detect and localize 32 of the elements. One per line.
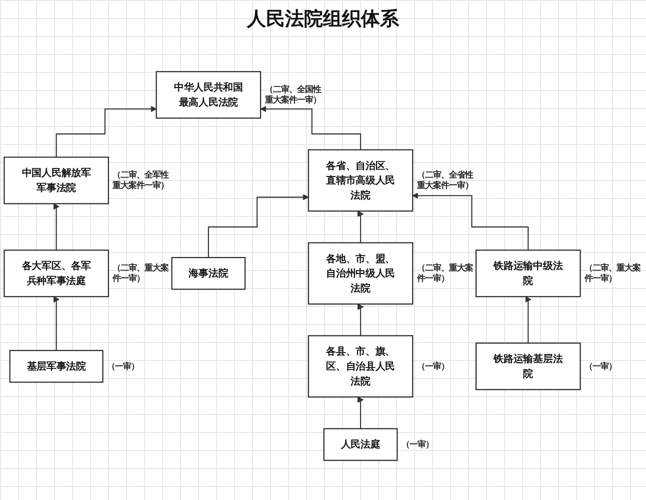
arrow xyxy=(357,304,364,336)
node-note: （二审、重大案件一审） xyxy=(584,262,640,284)
node-box: 中国人民解放军军事法院 xyxy=(4,156,109,204)
node-note: （二审、全省性重大案件一审） xyxy=(416,170,473,190)
arrow xyxy=(53,296,60,352)
arrow xyxy=(53,203,60,251)
node-note: （二审、全军性重大案件一审） xyxy=(112,170,169,190)
arrow xyxy=(260,106,362,150)
node-note: （一审） xyxy=(107,360,140,371)
node-note: （二审、全国性重大案件一审） xyxy=(264,84,321,105)
arrow xyxy=(412,192,529,251)
node-box: 各县、市、旗、区、自治县人民法院 xyxy=(308,335,414,398)
diagram-title: 人民法院组织体系 xyxy=(247,8,399,32)
node-box: 人民法庭 xyxy=(323,428,398,461)
node-box: 各省、自治区、直辖市高级人民法院 xyxy=(308,149,414,212)
node-box: 各大军区、各军兵种军事法庭 xyxy=(4,250,109,298)
node-box: 各地、市、盟、自治州中级人民法院 xyxy=(308,242,414,305)
node-note: （二审、重大案件一审） xyxy=(112,262,169,284)
node-box: 铁路运输中级法院 xyxy=(476,250,581,298)
arrow xyxy=(357,396,364,430)
node-box: 铁路运输基层法院 xyxy=(476,342,581,390)
arrow xyxy=(56,106,157,158)
node-box: 基层军事法院 xyxy=(9,350,104,383)
node-note: （一审） xyxy=(401,438,434,449)
arrow xyxy=(357,210,364,244)
node-note: （一审） xyxy=(584,360,616,371)
node-box: 中华人民共和国最高人民法院 xyxy=(156,71,262,119)
node-box: 海事法院 xyxy=(171,257,246,290)
node-note: （二审、重大案件一审） xyxy=(416,262,473,284)
arrow xyxy=(208,194,309,258)
arrow xyxy=(525,296,532,344)
node-note: （一审） xyxy=(416,360,449,371)
